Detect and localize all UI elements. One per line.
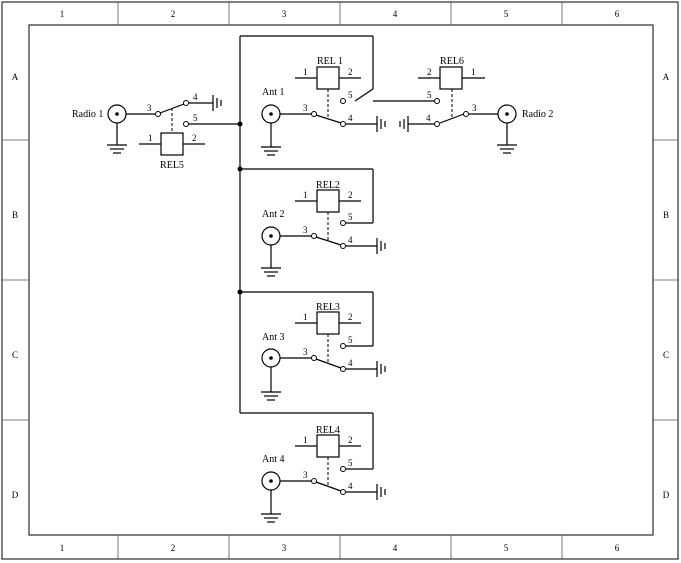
zone-row-right: B: [663, 210, 669, 220]
pin-label: 3: [472, 103, 477, 113]
pin-label: 2: [348, 67, 353, 77]
pin-label: 3: [303, 347, 308, 357]
pin-label: 3: [303, 470, 308, 480]
pin-label: 5: [348, 458, 353, 468]
ground-icon: [376, 361, 386, 377]
rel1-coil: [316, 66, 340, 90]
pin-label: 2: [427, 67, 432, 77]
pin-label: 5: [427, 90, 432, 100]
pin-label: 4: [193, 92, 198, 102]
radio2-label: Radio 2: [522, 109, 553, 120]
pin-label: 4: [348, 358, 353, 368]
ant4-label: Ant 4: [262, 454, 285, 465]
zone-col-top: 3: [282, 9, 287, 19]
zone-row-right: C: [663, 350, 669, 360]
pin-label: 2: [348, 190, 353, 200]
pin-label: 1: [303, 190, 308, 200]
pin-label: 1: [303, 435, 308, 445]
pin-label: 1: [303, 67, 308, 77]
zone-col-bottom: 2: [171, 543, 176, 553]
ant1-connector-icon: [261, 104, 281, 156]
zone-row-left: D: [12, 490, 19, 500]
pin-label: 5: [193, 113, 198, 123]
ground-icon: [212, 95, 222, 111]
ant4-section: Ant 4 3 5 4 1 2 REL4: [240, 412, 386, 523]
zone-col-top: 4: [393, 9, 398, 19]
radio2-connector-icon: [497, 104, 517, 154]
zone-col-bottom: 4: [393, 543, 398, 553]
ant3-connector-icon: [261, 348, 281, 401]
zone-col-bottom: 5: [504, 543, 509, 553]
zone-row-left: A: [12, 72, 19, 82]
radio1-connector-icon: [107, 104, 127, 154]
ant3-label: Ant 3: [262, 332, 285, 343]
pin-label: 4: [348, 481, 353, 491]
ant2-connector-icon: [261, 226, 281, 277]
pin-label: 2: [192, 133, 197, 143]
rel5-coil: [160, 132, 184, 156]
pin-label: 2: [348, 312, 353, 322]
junction-dot: [237, 121, 243, 127]
rel6-coil: [439, 66, 463, 90]
pin-label: 4: [426, 113, 431, 123]
pin-label: 5: [348, 90, 353, 100]
rel6-label: REL6: [440, 56, 464, 67]
zone-row-left: C: [12, 350, 18, 360]
radio1-section: Radio 1 3 4 5 1 2 REL5: [72, 92, 240, 171]
ant2-label: Ant 2: [262, 209, 285, 220]
zone-labels: 1 2 3 4 5 6 1 2 3 4 5 6 A B C D A B C D: [12, 9, 670, 553]
ant1-label: Ant 1: [262, 87, 285, 98]
rel3-label: REL3: [316, 302, 340, 313]
zone-col-bottom: 6: [615, 543, 620, 553]
rel4-coil: [316, 434, 340, 458]
pin-label: 4: [348, 235, 353, 245]
ground-icon: [376, 238, 386, 254]
pin-label: 3: [303, 103, 308, 113]
pin-label: 1: [148, 133, 153, 143]
zone-row-right: A: [663, 72, 670, 82]
common-bus: [237, 36, 243, 413]
rel2-coil: [316, 189, 340, 213]
zone-col-bottom: 1: [60, 543, 65, 553]
pin-label: 5: [348, 335, 353, 345]
pin-label: 3: [303, 225, 308, 235]
rel5-label: REL5: [160, 160, 184, 171]
zone-col-top: 6: [615, 9, 620, 19]
ant3-section: Ant 3 3 5 4 1 2 REL3: [240, 291, 386, 401]
zone-col-top: 1: [60, 9, 65, 19]
ant4-connector-icon: [261, 471, 281, 523]
ant2-section: Ant 2 3 5 4 1 2 REL2: [240, 168, 386, 277]
ant1-section: Ant 1 3 5 4 1 2 REL 1: [240, 35, 386, 156]
radio1-label: Radio 1: [72, 109, 103, 120]
ground-icon: [399, 116, 409, 132]
rel2-label: REL2: [316, 180, 340, 191]
pin-label: 3: [147, 103, 152, 113]
pin-label: 5: [348, 212, 353, 222]
ground-icon: [376, 116, 386, 132]
zone-row-right: D: [663, 490, 670, 500]
pin-label: 1: [471, 67, 476, 77]
rel4-label: REL4: [316, 425, 340, 436]
zone-row-left: B: [12, 210, 18, 220]
zone-col-top: 2: [171, 9, 176, 19]
pin-label: 2: [348, 435, 353, 445]
pin-label: 1: [303, 312, 308, 322]
pin-label: 4: [348, 113, 353, 123]
ground-icon: [376, 484, 386, 500]
rel1-label: REL 1: [317, 56, 343, 67]
rel3-coil: [316, 311, 340, 335]
zone-col-bottom: 3: [282, 543, 287, 553]
zone-col-top: 5: [504, 9, 509, 19]
radio2-section: 5 4 3 2 1 REL6 Radio 2: [373, 56, 553, 154]
